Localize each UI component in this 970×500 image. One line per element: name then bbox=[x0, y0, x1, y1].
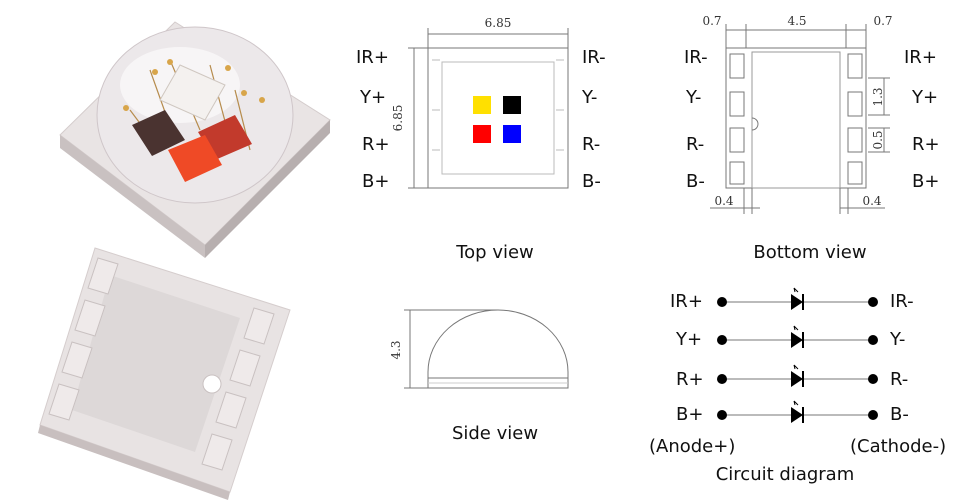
circuit-anode-y: Y+ bbox=[676, 329, 703, 350]
bottom-dim-center: 4.5 bbox=[787, 14, 806, 28]
top-left-label-b: B+ bbox=[362, 171, 390, 192]
cathode-terminal bbox=[868, 410, 878, 420]
bottom-dim-left: 0.7 bbox=[702, 14, 721, 28]
anode-terminal bbox=[717, 297, 727, 307]
bottom-left-label-b: B- bbox=[686, 171, 705, 192]
bottom-dim-bottom-left: 0.4 bbox=[714, 194, 733, 208]
bottom-view-outline bbox=[725, 47, 867, 189]
circuit-caption: Circuit diagram bbox=[715, 464, 855, 485]
cathode-terminal bbox=[868, 335, 878, 345]
top-right-label-ir: IR- bbox=[582, 47, 606, 68]
circuit-cathode-r: R- bbox=[890, 369, 909, 390]
anode-note: (Anode+) bbox=[649, 436, 736, 457]
circuit-cathode-b: B- bbox=[890, 404, 909, 425]
bottom-right-label-r: R+ bbox=[912, 134, 940, 155]
bottom-view-caption: Bottom view bbox=[753, 242, 867, 263]
anode-terminal bbox=[717, 335, 727, 345]
side-dim-height: 4.3 bbox=[389, 340, 403, 359]
circuit-row bbox=[717, 364, 878, 387]
circuit-cathode-y: Y- bbox=[890, 329, 906, 350]
top-left-label-y: Y+ bbox=[360, 87, 387, 108]
bottom-left-label-ir: IR- bbox=[684, 47, 708, 68]
circuit-cathode-ir: IR- bbox=[890, 291, 914, 312]
top-right-label-b: B- bbox=[582, 171, 601, 192]
emission-arrow bbox=[793, 325, 799, 331]
top-dim-height: 6.85 bbox=[391, 105, 405, 132]
top-view-outline bbox=[427, 47, 569, 189]
circuit-anode-r: R+ bbox=[676, 369, 704, 390]
bottom-left-label-y: Y- bbox=[686, 87, 702, 108]
anode-terminal bbox=[717, 374, 727, 384]
emission-arrow bbox=[793, 400, 799, 406]
top-left-label-r: R+ bbox=[362, 134, 390, 155]
diode-symbol bbox=[791, 371, 803, 387]
chip-yellow bbox=[473, 96, 491, 114]
cathode-terminal bbox=[868, 297, 878, 307]
circuit-row bbox=[717, 325, 878, 348]
top-right-label-y: Y- bbox=[582, 87, 598, 108]
bottom-right-label-ir: IR+ bbox=[904, 47, 937, 68]
emission-arrow bbox=[793, 287, 799, 293]
chip-blue bbox=[503, 125, 521, 143]
bottom-dim-right: 0.7 bbox=[873, 14, 892, 28]
led-bottom-photo bbox=[38, 247, 291, 500]
bottom-left-label-r: R- bbox=[686, 134, 705, 155]
top-right-label-r: R- bbox=[582, 134, 601, 155]
top-view-caption: Top view bbox=[456, 242, 534, 263]
bottom-right-label-y: Y+ bbox=[912, 87, 939, 108]
circuit-anode-b: B+ bbox=[676, 404, 704, 425]
chip-red bbox=[473, 125, 491, 143]
emission-arrow bbox=[793, 364, 799, 370]
cathode-terminal bbox=[868, 374, 878, 384]
diode-symbol bbox=[791, 332, 803, 348]
diode-symbol bbox=[791, 294, 803, 310]
cathode-note: (Cathode-) bbox=[850, 436, 947, 457]
circuit-row bbox=[717, 287, 878, 310]
circuit-row bbox=[717, 400, 878, 423]
led-top-photo bbox=[59, 21, 331, 258]
circuit-anode-ir: IR+ bbox=[670, 291, 703, 312]
chip-black bbox=[503, 96, 521, 114]
bottom-right-label-b: B+ bbox=[912, 171, 940, 192]
top-left-label-ir: IR+ bbox=[356, 47, 389, 68]
diode-symbol bbox=[791, 407, 803, 423]
top-dim-width: 6.85 bbox=[485, 16, 512, 30]
side-view-caption: Side view bbox=[451, 423, 539, 444]
bottom-dim-pad-gap: 0.5 bbox=[871, 130, 885, 149]
anode-terminal bbox=[717, 410, 727, 420]
bottom-dim-pad-pitch: 1.3 bbox=[871, 87, 885, 106]
bottom-dim-bottom-right: 0.4 bbox=[862, 194, 881, 208]
